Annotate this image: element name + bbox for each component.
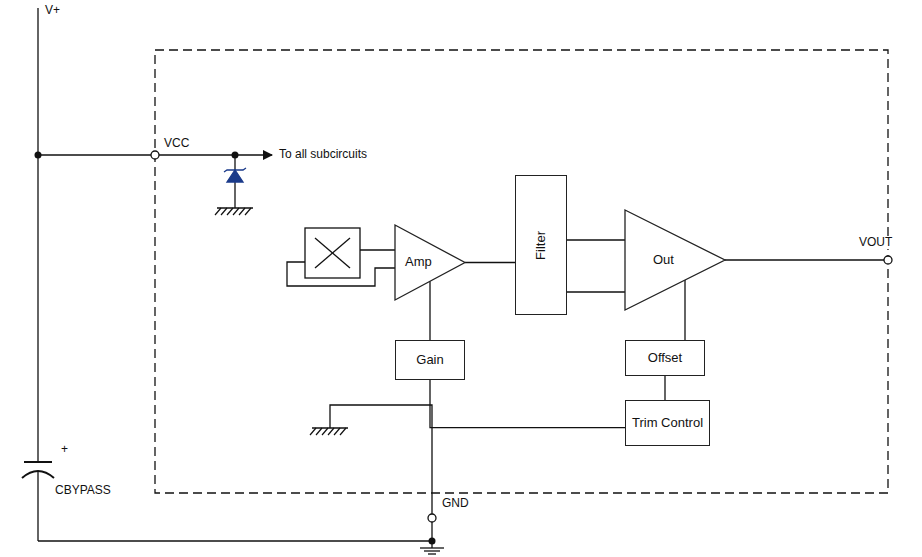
polarity-mark: + [60, 443, 69, 456]
signal-wire [465, 262, 515, 263]
hatch-stroke [340, 428, 346, 435]
junction-dot [232, 152, 239, 159]
triangle-outline [625, 210, 725, 310]
signal-wire [664, 376, 665, 400]
gain-box: Gain [395, 340, 465, 380]
zener-diode [227, 170, 243, 182]
hatch-stroke [221, 208, 227, 215]
ground-symbol [424, 550, 440, 551]
node-label: Gain [416, 353, 443, 368]
node-label: Out [653, 253, 674, 268]
node-label: Amp [405, 255, 432, 270]
offset-box: Offset [625, 340, 705, 376]
pin-terminal [151, 151, 159, 159]
chassis-ground-hatch [215, 208, 251, 215]
pin-terminal [884, 256, 892, 264]
chassis-ground-symbol [217, 207, 253, 208]
output-wire [725, 259, 884, 260]
signal-note: To all subcircuits [278, 148, 368, 161]
node-label: Trim Control [632, 416, 703, 431]
trim-control-box: Trim Control [625, 400, 710, 446]
hatch-stroke [310, 428, 316, 435]
hatch-stroke [215, 208, 221, 215]
pin-name: GND [441, 497, 470, 510]
signal-wire [430, 380, 625, 428]
vcc-wire [38, 154, 151, 155]
hatch-stroke [328, 428, 334, 435]
capacitor-plate [24, 461, 52, 463]
hall-element [315, 238, 350, 268]
amplifier-triangle: Amp [395, 225, 465, 300]
signal-wire [429, 281, 430, 340]
chassis-ground-symbol [312, 427, 348, 428]
junction-dot [35, 152, 42, 159]
internal-supply-wire [159, 154, 272, 155]
node-label: Filter [534, 231, 549, 260]
hall-element [305, 228, 360, 278]
supply-label: V+ [44, 4, 61, 17]
ground-wire [38, 540, 432, 541]
hatch-stroke [316, 428, 322, 435]
hall-element [315, 238, 350, 268]
hatch-stroke [227, 208, 233, 215]
internal-ground-wire [330, 405, 432, 514]
hatch-stroke [233, 208, 239, 215]
pin-name: VOUT [858, 236, 893, 249]
signal-wire [567, 239, 625, 240]
signal-wire [567, 291, 625, 292]
component-label: CBYPASS [54, 484, 112, 497]
hall-wire [360, 249, 398, 250]
ground-symbol [420, 547, 444, 548]
chassis-ground-hatch [310, 428, 346, 435]
pin-name: VCC [163, 137, 190, 150]
pin-terminal [428, 514, 436, 522]
ground-wire [37, 471, 38, 541]
hatch-stroke [334, 428, 340, 435]
hatch-stroke [239, 208, 245, 215]
filter-box: Filter [515, 175, 567, 315]
signal-wire [684, 280, 685, 340]
ground-symbol [428, 553, 436, 554]
output-amplifier-triangle: Out [625, 210, 725, 310]
node-label: Offset [648, 351, 682, 366]
hatch-stroke [322, 428, 328, 435]
hatch-stroke [245, 208, 251, 215]
zener-diode [224, 168, 246, 172]
hall-wire [287, 262, 398, 286]
junction-dot [429, 538, 436, 545]
supply-wire [37, 8, 38, 462]
ic-outline [155, 50, 888, 493]
